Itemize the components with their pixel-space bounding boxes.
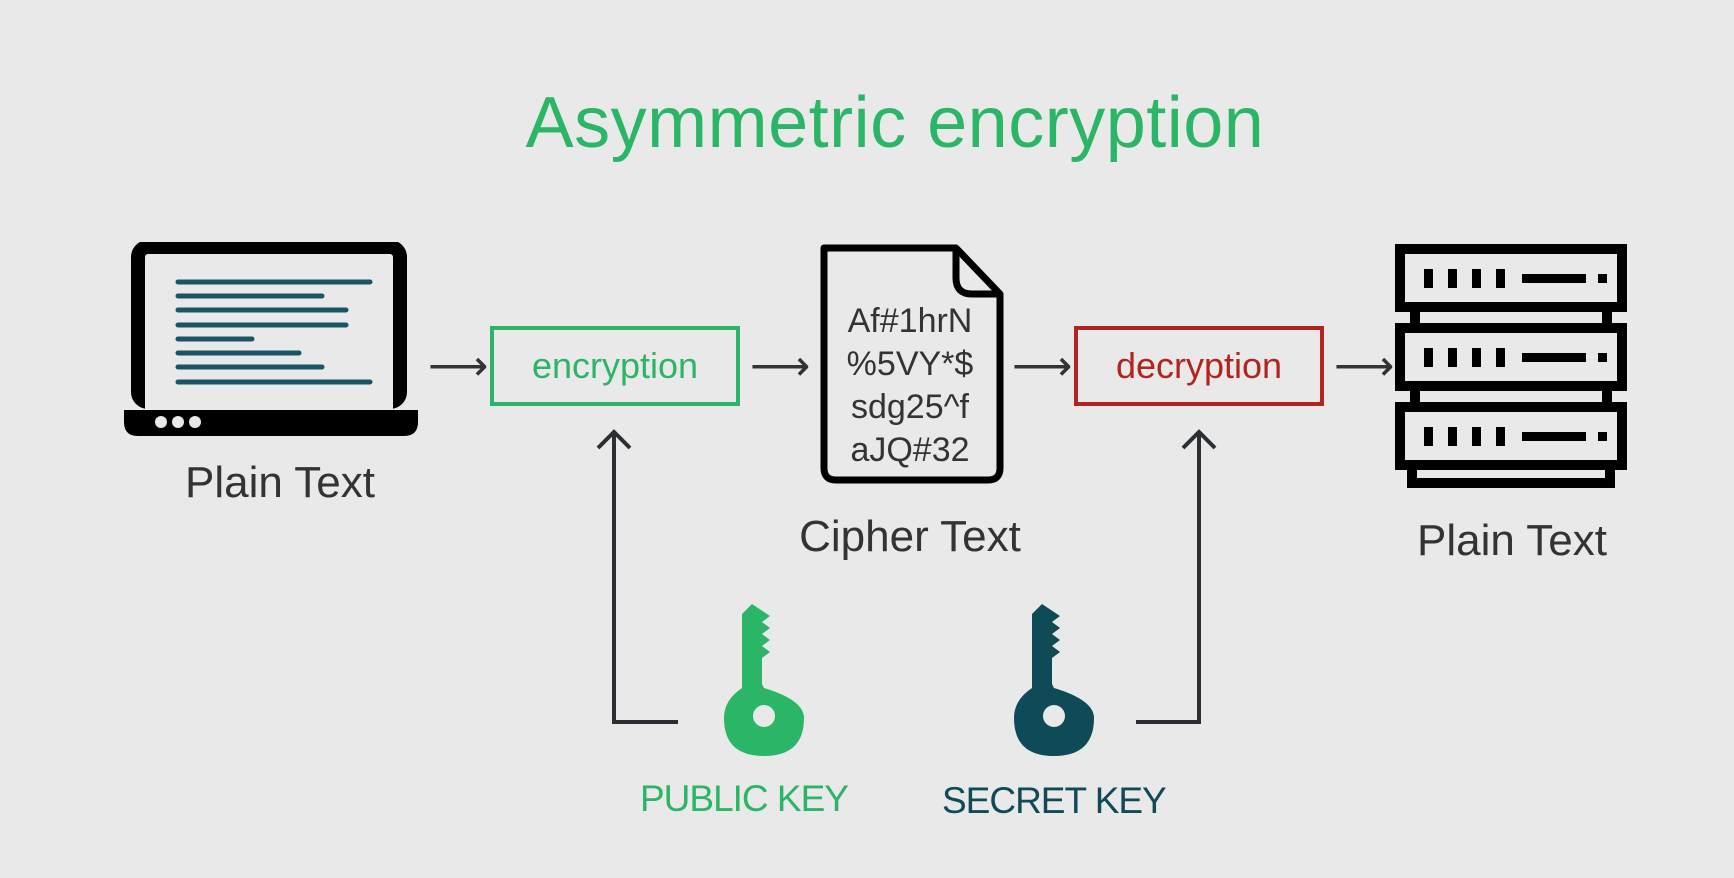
source-label: Plain Text — [185, 458, 375, 507]
public-key-label: PUBLIC KEY — [640, 778, 849, 819]
public-key-connector — [612, 432, 678, 724]
cipher-line: sdg25^f — [850, 388, 970, 426]
secret-key-arrowhead — [1181, 429, 1217, 450]
public-key-arrowhead — [596, 429, 632, 450]
cipher-label: Cipher Text — [799, 512, 1021, 561]
secret-key-label: SECRET KEY — [942, 780, 1167, 821]
destination-label: Plain Text — [1417, 516, 1607, 565]
server-icon — [1395, 244, 1627, 488]
decryption-box: decryption — [1074, 326, 1324, 406]
cipher-line: Af#1hrN — [847, 302, 973, 340]
encryption-box: encryption — [490, 326, 740, 406]
arrow-right: ⟶ — [428, 342, 489, 389]
public-key-icon — [724, 604, 804, 756]
arrow-right: ⟶ — [750, 342, 811, 389]
document-icon — [820, 244, 1004, 484]
arrow-right: ⟶ — [1012, 342, 1073, 389]
arrow-right: ⟶ — [1334, 342, 1395, 389]
cipher-line: aJQ#32 — [850, 431, 970, 469]
cipher-text-content: Af#1hrN %5VY*$ sdg25^f aJQ#32 — [820, 300, 1000, 472]
diagram-title: Asymmetric encryption — [525, 83, 1265, 163]
cipher-line: %5VY*$ — [846, 345, 974, 383]
laptop-icon — [124, 242, 418, 436]
secret-key-icon — [1014, 604, 1094, 756]
secret-key-connector — [1136, 432, 1201, 724]
